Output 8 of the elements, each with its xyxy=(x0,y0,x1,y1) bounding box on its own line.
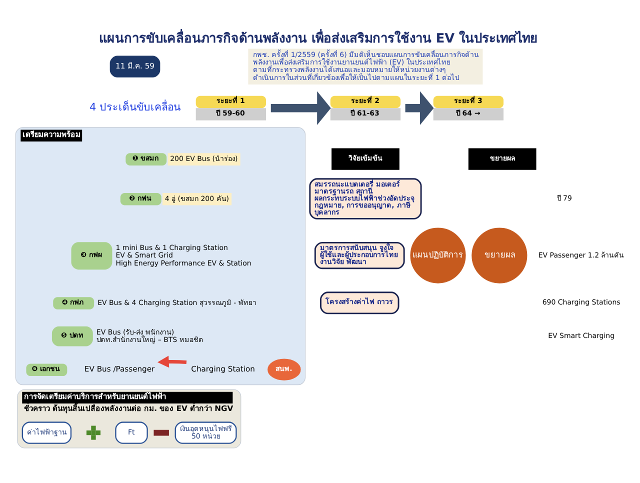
arrow xyxy=(405,91,434,125)
node-bar xyxy=(154,430,169,436)
node-circle: แผนปฏิบัติการ xyxy=(410,228,466,284)
node-circle: ขยายผล xyxy=(472,228,528,284)
diagram-title: แผนการขับเคลื่อนภารกิจด้านพลังงาน เพื่อส่งเสริมการใช้งาน EV ในประเทศไทย xyxy=(98,31,538,46)
arrow xyxy=(270,91,331,125)
arrow xyxy=(157,356,187,368)
label: 4 ประเด็นขับเคลื่อน xyxy=(89,102,181,114)
